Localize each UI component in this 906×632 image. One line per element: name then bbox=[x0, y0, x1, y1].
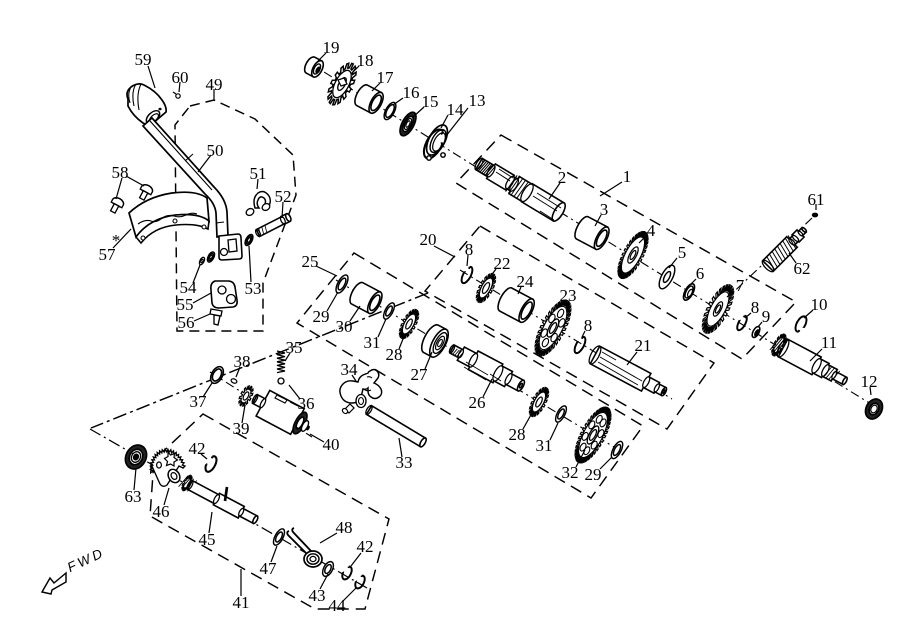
svg-text:30: 30 bbox=[336, 317, 353, 336]
svg-text:8: 8 bbox=[465, 240, 474, 259]
svg-text:10: 10 bbox=[811, 295, 828, 314]
svg-text:7: 7 bbox=[736, 276, 745, 295]
svg-text:11: 11 bbox=[821, 333, 837, 352]
svg-text:33: 33 bbox=[396, 453, 413, 472]
svg-text:40: 40 bbox=[323, 435, 340, 454]
svg-text:1: 1 bbox=[623, 167, 632, 186]
svg-text:38: 38 bbox=[234, 352, 251, 371]
svg-text:36: 36 bbox=[298, 394, 315, 413]
svg-text:13: 13 bbox=[469, 91, 486, 110]
svg-text:62: 62 bbox=[794, 259, 811, 278]
svg-text:47: 47 bbox=[260, 559, 278, 578]
svg-text:39: 39 bbox=[233, 419, 250, 438]
svg-text:*: * bbox=[112, 231, 121, 250]
svg-text:29: 29 bbox=[585, 465, 602, 484]
svg-text:16: 16 bbox=[403, 83, 420, 102]
svg-text:25: 25 bbox=[302, 252, 319, 271]
svg-text:43: 43 bbox=[309, 586, 326, 605]
svg-text:35: 35 bbox=[286, 338, 303, 357]
svg-text:56: 56 bbox=[178, 313, 195, 332]
svg-text:46: 46 bbox=[153, 502, 170, 521]
svg-text:59: 59 bbox=[135, 50, 152, 69]
svg-text:29: 29 bbox=[313, 307, 330, 326]
svg-text:34: 34 bbox=[341, 360, 359, 379]
svg-text:8: 8 bbox=[751, 298, 760, 317]
svg-text:58: 58 bbox=[112, 163, 129, 182]
svg-text:63: 63 bbox=[125, 487, 142, 506]
svg-text:6: 6 bbox=[696, 264, 705, 283]
svg-text:53: 53 bbox=[245, 279, 262, 298]
svg-text:55: 55 bbox=[177, 295, 194, 314]
svg-text:45: 45 bbox=[199, 530, 216, 549]
svg-text:24: 24 bbox=[517, 272, 535, 291]
svg-text:48: 48 bbox=[336, 518, 353, 537]
svg-text:44: 44 bbox=[329, 596, 347, 615]
svg-text:12: 12 bbox=[861, 372, 878, 391]
svg-text:18: 18 bbox=[357, 51, 374, 70]
svg-text:9: 9 bbox=[762, 307, 771, 326]
svg-text:5: 5 bbox=[678, 243, 687, 262]
svg-text:22: 22 bbox=[494, 254, 511, 273]
svg-text:15: 15 bbox=[422, 92, 439, 111]
svg-text:4: 4 bbox=[647, 221, 656, 240]
svg-text:42: 42 bbox=[357, 537, 374, 556]
